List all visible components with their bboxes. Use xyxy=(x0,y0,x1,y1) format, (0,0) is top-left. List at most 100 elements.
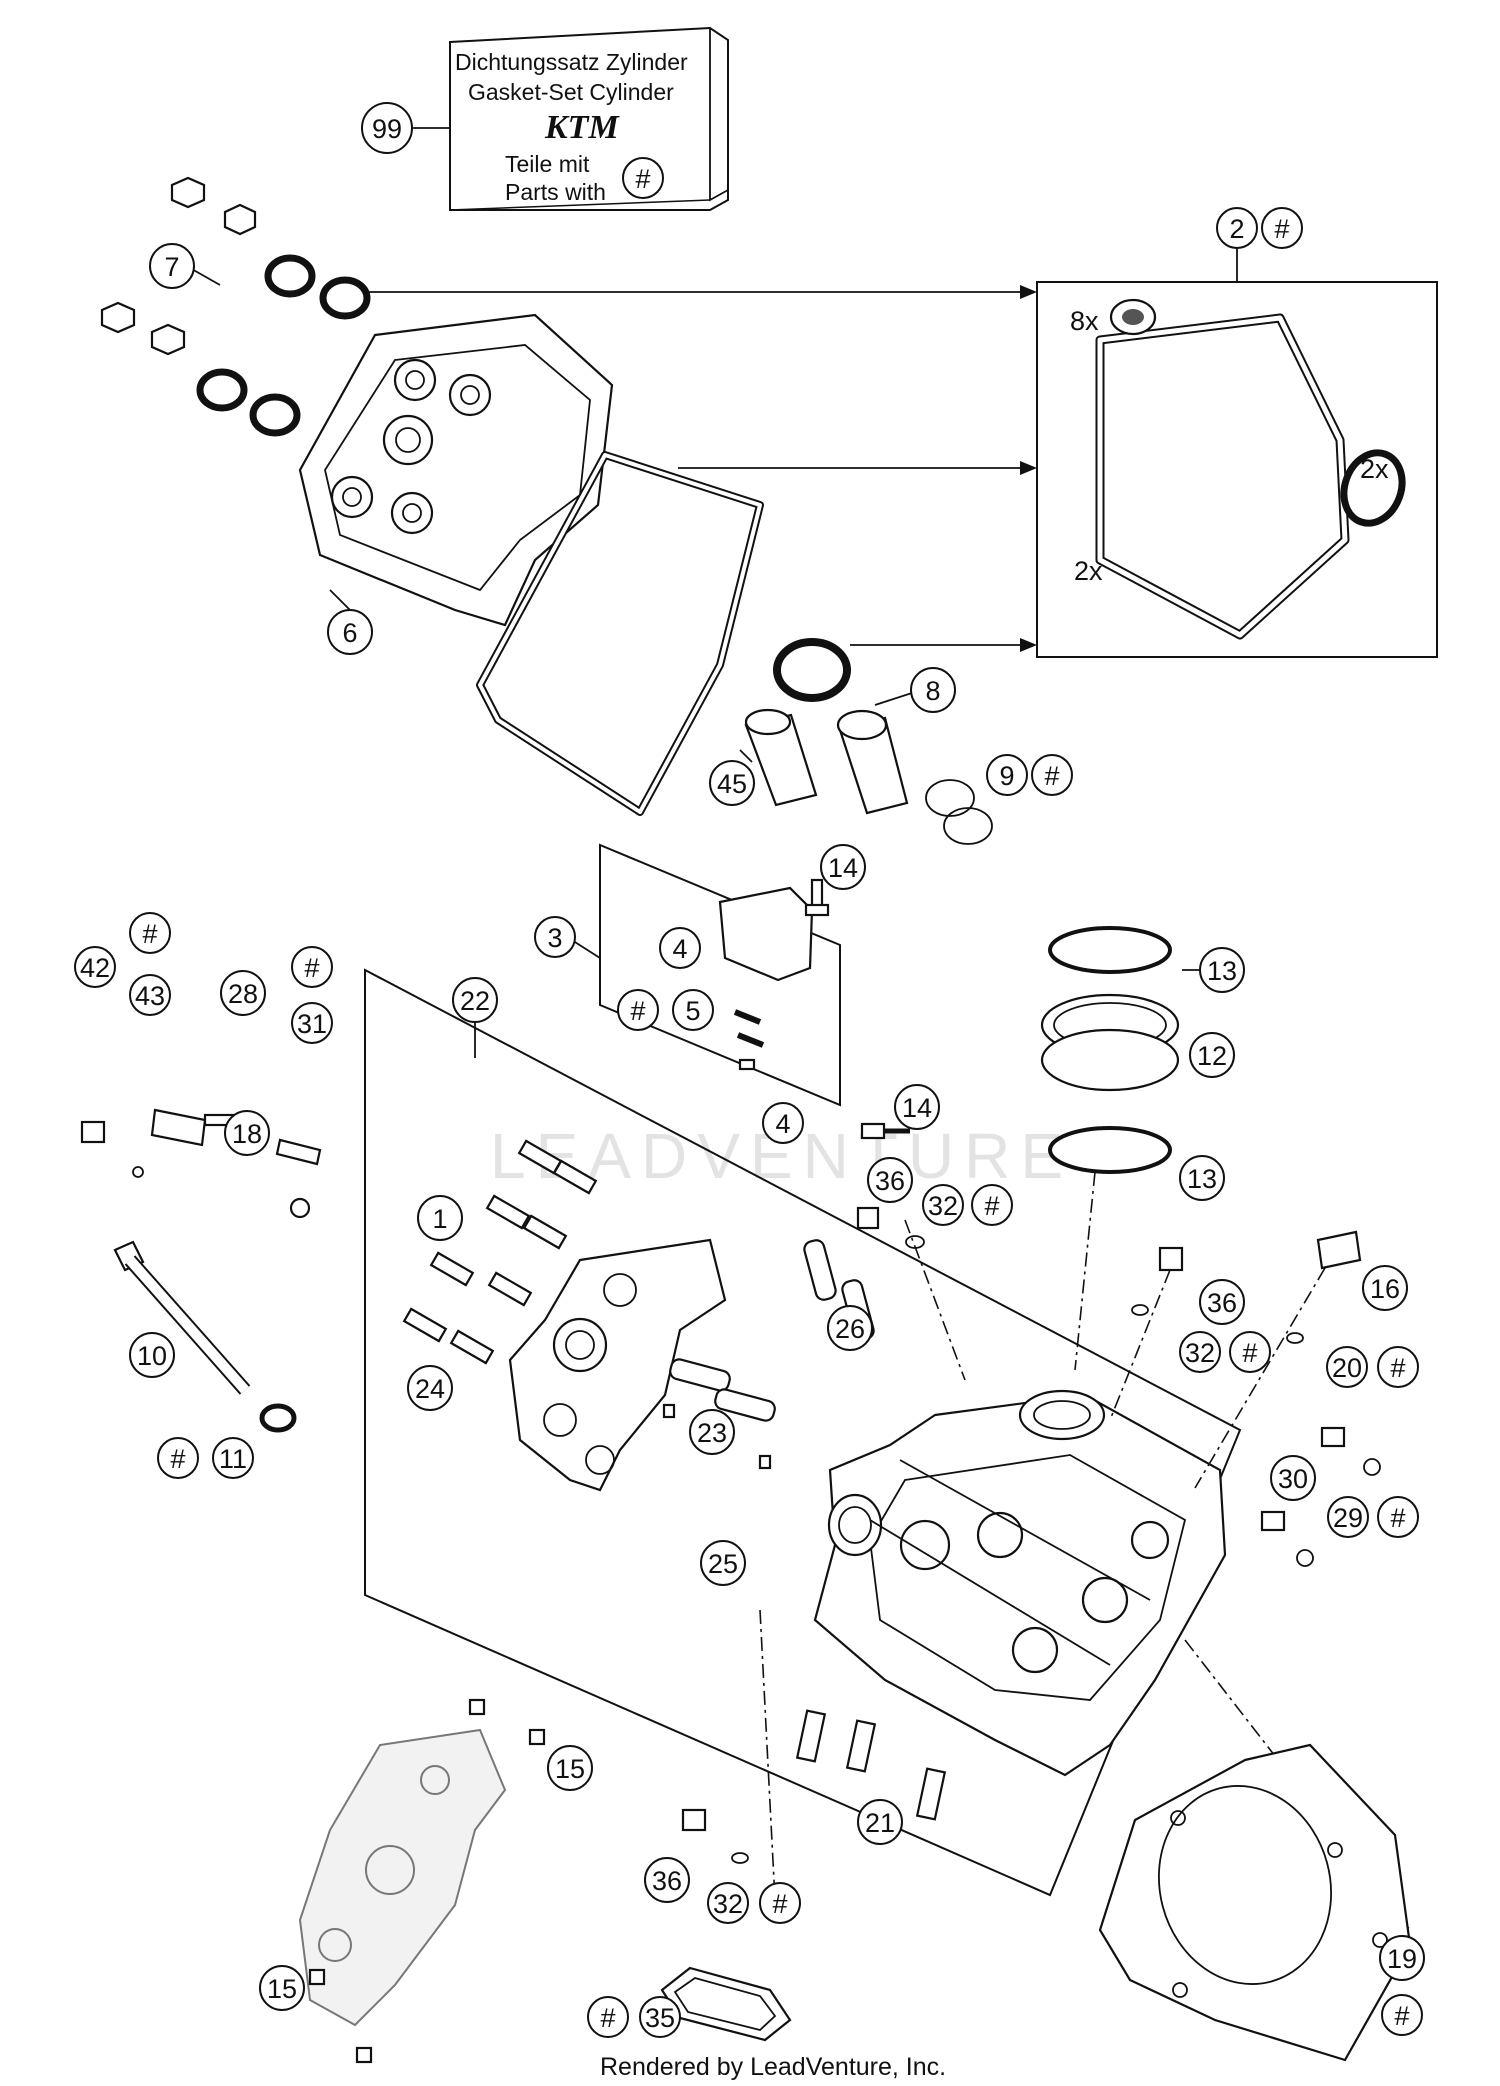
svg-text:21: 21 xyxy=(865,1808,895,1838)
callout-13-top: 13 xyxy=(1199,947,1245,993)
callout-5: 5 xyxy=(672,989,714,1031)
callout-13-bottom: 13 xyxy=(1179,1155,1225,1201)
callout-18: 18 xyxy=(224,1110,270,1156)
callout-31: 31 xyxy=(291,1002,333,1044)
dowel-pins xyxy=(795,1709,947,1821)
callout-36-b: 36 xyxy=(1199,1279,1245,1325)
callout-11-hash: # xyxy=(157,1437,199,1479)
svg-text:22: 22 xyxy=(460,986,490,1016)
ktm-logo: KTM xyxy=(544,109,620,146)
svg-text:9: 9 xyxy=(999,761,1014,791)
left-small-parts xyxy=(80,1108,322,1433)
callout-26: 26 xyxy=(827,1305,873,1351)
svg-text:25: 25 xyxy=(708,1549,738,1579)
valve-cover-gasket xyxy=(476,451,764,816)
svg-text:#: # xyxy=(1242,1338,1257,1368)
callout-19: 19 xyxy=(1379,1935,1425,1981)
svg-text:8: 8 xyxy=(925,676,940,706)
camshaft-bearing-bridge xyxy=(508,1238,727,1492)
svg-text:32: 32 xyxy=(928,1191,958,1221)
svg-text:18: 18 xyxy=(232,1119,262,1149)
callout-4-top: 4 xyxy=(659,927,701,969)
callout-99: 99 xyxy=(361,102,413,154)
callout-32-a-hash: # xyxy=(971,1184,1013,1226)
cylinder-head-gasket xyxy=(1098,1743,1412,2062)
callout-11: 11 xyxy=(212,1437,254,1479)
bridge-bolts xyxy=(402,1139,598,1365)
svg-text:45: 45 xyxy=(717,769,747,799)
callout-32-c-hash: # xyxy=(759,1882,801,1924)
callout-7: 7 xyxy=(149,243,195,289)
intake-flange-group xyxy=(1040,926,1180,1371)
callout-22: 22 xyxy=(452,977,498,1023)
callout-10: 10 xyxy=(129,1332,175,1378)
svg-text:26: 26 xyxy=(835,1314,865,1344)
callout-21: 21 xyxy=(857,1799,903,1845)
callout-4-bottom: 4 xyxy=(762,1102,804,1144)
callout-6: 6 xyxy=(327,609,373,655)
cylinder-head xyxy=(813,1389,1227,1777)
svg-text:13: 13 xyxy=(1207,956,1237,986)
callout-5-hash: # xyxy=(617,989,659,1031)
gasket-set-box: Dichtungssatz Zylinder Gasket-Set Cylind… xyxy=(412,26,729,211)
parts-with-de: Teile mit xyxy=(505,151,590,177)
svg-text:99: 99 xyxy=(372,114,402,144)
callout-20-hash: # xyxy=(1377,1346,1419,1388)
svg-text:7: 7 xyxy=(164,252,179,282)
qty-2x-seal: 2x xyxy=(1360,454,1389,484)
svg-text:#: # xyxy=(630,996,645,1026)
callout-24: 24 xyxy=(407,1365,453,1411)
qty-2x-gasket: 2x xyxy=(1074,556,1103,586)
gasket-set-title-en: Gasket-Set Cylinder xyxy=(468,79,674,105)
svg-text:3: 3 xyxy=(547,923,562,953)
svg-text:#: # xyxy=(635,164,650,194)
spark-plug-tube-seals xyxy=(744,638,993,845)
tensioner-group-box xyxy=(566,843,910,1140)
callout-35: 35 xyxy=(639,1996,681,2038)
gasket-set-title-de: Dichtungssatz Zylinder xyxy=(455,49,688,75)
svg-text:19: 19 xyxy=(1387,1944,1417,1974)
callout-parts-with-hash: # xyxy=(622,157,664,199)
callout-2: 2 xyxy=(1216,207,1258,249)
callout-28: 28 xyxy=(220,970,266,1016)
svg-text:#: # xyxy=(772,1889,787,1919)
svg-text:6: 6 xyxy=(342,618,357,648)
callout-31-hash: # xyxy=(291,946,333,988)
svg-text:#: # xyxy=(1394,2001,1409,2031)
valve-cover-bolts xyxy=(100,176,257,356)
callout-29: 29 xyxy=(1327,1496,1369,1538)
svg-text:4: 4 xyxy=(672,934,687,964)
callout-32-b: 32 xyxy=(1179,1331,1221,1373)
callout-36-c: 36 xyxy=(644,1857,690,1903)
callout-42: 42 xyxy=(74,946,116,988)
svg-text:24: 24 xyxy=(415,1374,445,1404)
svg-text:15: 15 xyxy=(267,1974,297,2004)
callout-3: 3 xyxy=(534,916,576,958)
callout-9: 9 xyxy=(986,754,1028,796)
callout-43: 43 xyxy=(129,974,171,1016)
svg-text:14: 14 xyxy=(828,853,858,883)
svg-text:4: 4 xyxy=(775,1109,790,1139)
svg-text:2: 2 xyxy=(1229,214,1244,244)
svg-text:#: # xyxy=(304,953,319,983)
valve-cover-gasket-kit-box: 8x 2x 2x xyxy=(1036,248,1438,658)
callout-1: 1 xyxy=(417,1195,463,1241)
svg-text:16: 16 xyxy=(1370,1274,1400,1304)
callout-19-hash: # xyxy=(1381,1994,1423,2036)
bridge-phantom-view xyxy=(298,1698,546,2064)
svg-text:29: 29 xyxy=(1333,1503,1363,1533)
svg-text:#: # xyxy=(1390,1503,1405,1533)
valve-cover-seals xyxy=(196,254,371,437)
svg-text:23: 23 xyxy=(697,1418,727,1448)
qty-8x: 8x xyxy=(1070,306,1099,336)
svg-text:42: 42 xyxy=(80,953,110,983)
callout-9-hash: # xyxy=(1031,754,1073,796)
svg-text:11: 11 xyxy=(219,1444,247,1474)
callout-12: 12 xyxy=(1189,1032,1235,1078)
callout-15-a: 15 xyxy=(547,1745,593,1791)
svg-text:#: # xyxy=(1044,761,1059,791)
callout-14-top: 14 xyxy=(820,844,866,890)
svg-text:15: 15 xyxy=(555,1754,585,1784)
exhaust-gasket xyxy=(660,1966,792,2042)
svg-text:#: # xyxy=(170,1444,185,1474)
